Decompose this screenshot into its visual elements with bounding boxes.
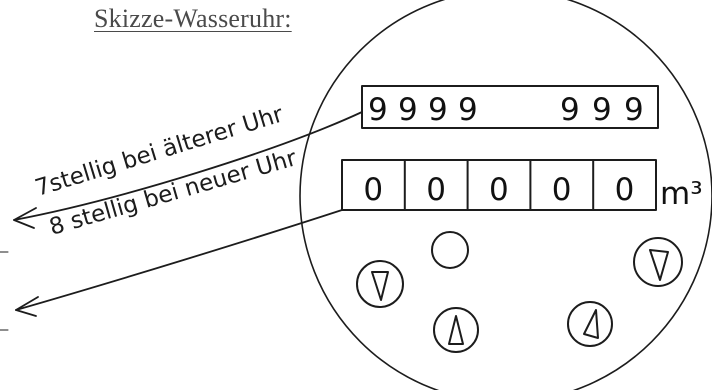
- down-pointer-icon: [372, 272, 388, 300]
- up-pointer-icon: [584, 310, 598, 338]
- dial-bottom-left: [434, 308, 478, 352]
- dial-small-empty: [432, 232, 468, 268]
- dial-right: [634, 238, 682, 286]
- top-digit: 9: [398, 92, 418, 128]
- bottom-digit: 0: [489, 172, 509, 208]
- top-digit: 9: [458, 92, 478, 128]
- top-digit: 9: [428, 92, 448, 128]
- top-digit: 9: [624, 92, 644, 128]
- bottom-digit: 0: [363, 172, 383, 208]
- unit-label: m³: [660, 176, 703, 212]
- bottom-digit: 0: [552, 172, 572, 208]
- dial-left: [357, 261, 403, 307]
- bottom-digit: 0: [615, 172, 635, 208]
- top-digit: 9: [368, 92, 388, 128]
- dial-bottom-right: [568, 302, 612, 346]
- down-pointer-icon: [650, 250, 668, 280]
- bottom-digit: 0: [426, 172, 446, 208]
- top-digit: 9: [592, 92, 612, 128]
- top-digit: 9: [560, 92, 580, 128]
- up-pointer-icon: [449, 316, 463, 344]
